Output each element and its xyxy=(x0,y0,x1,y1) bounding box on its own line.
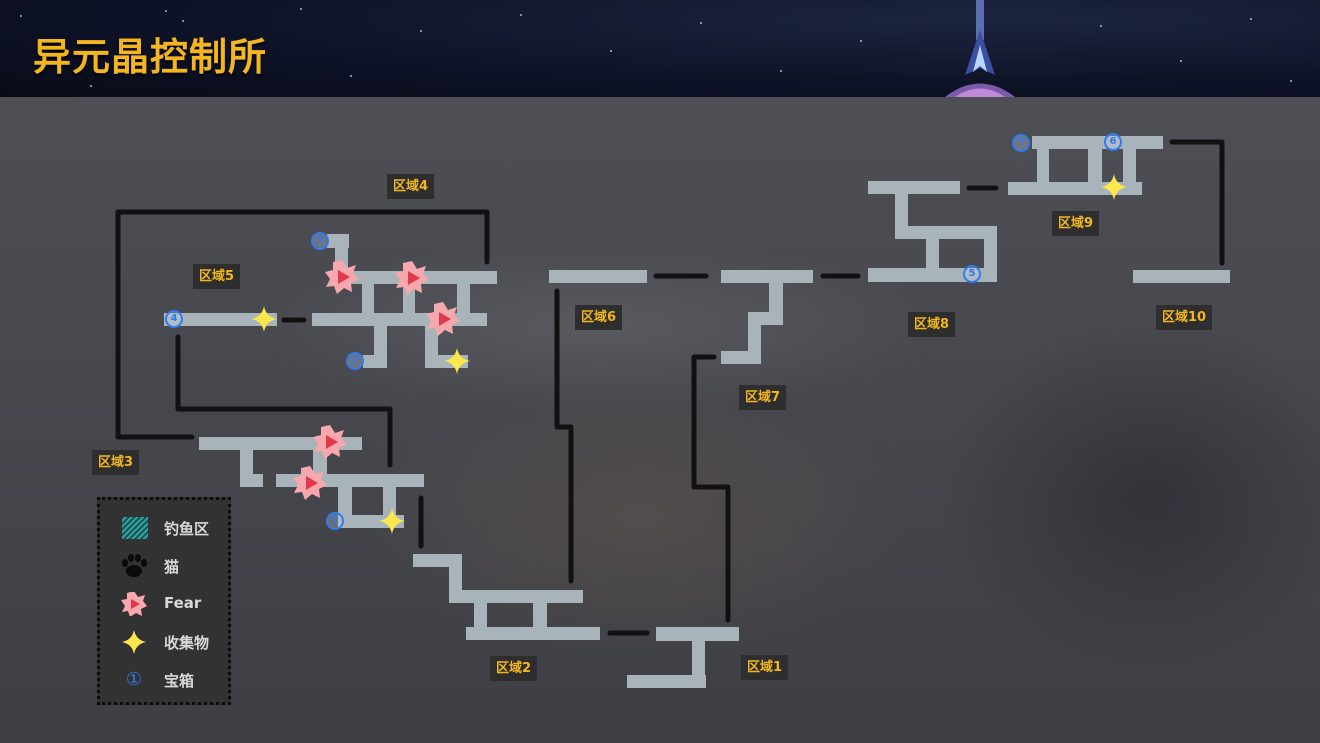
corridor xyxy=(1037,149,1049,189)
fear-enemy-icon[interactable] xyxy=(313,425,347,459)
zone-label-6: 区域6 xyxy=(575,305,623,330)
collectible-star-icon[interactable] xyxy=(379,508,405,534)
wall-path xyxy=(1169,139,1225,266)
corridor xyxy=(1088,149,1102,189)
corridor xyxy=(692,641,705,677)
collectibles xyxy=(251,174,1127,534)
wall-path xyxy=(175,334,393,468)
corridor xyxy=(164,313,277,326)
zone-label-3: 区域3 xyxy=(92,450,140,475)
fear-markers xyxy=(293,260,460,500)
corridor xyxy=(895,226,997,239)
legend-item-fear: Fear xyxy=(100,588,230,618)
map-legend: 钓鱼区 猫 Fear 收集物 ① 宝箱 xyxy=(97,497,231,705)
tower-illustration xyxy=(945,0,1015,97)
walls xyxy=(115,139,1225,636)
corridor xyxy=(1123,149,1136,189)
corridor xyxy=(868,181,960,194)
corridor xyxy=(474,603,487,628)
zone-label-4: 区域4 xyxy=(387,174,435,199)
zone-label-7: 区域7 xyxy=(739,385,787,410)
collectible-star-icon[interactable] xyxy=(444,348,470,374)
wall-path xyxy=(115,209,490,440)
corridor xyxy=(627,675,706,688)
corridor xyxy=(362,284,374,314)
legend-item-chest: ① 宝箱 xyxy=(100,664,230,694)
corridor xyxy=(240,474,263,487)
legend-label: 宝箱 xyxy=(164,672,195,690)
corridor xyxy=(313,450,327,475)
zone-label-1: 区域1 xyxy=(741,655,789,680)
zone-label-9: 区域9 xyxy=(1052,211,1100,236)
fear-enemy-icon[interactable] xyxy=(426,302,460,336)
chest-marker-6[interactable]: 6 xyxy=(1104,133,1122,151)
chest-marker-2[interactable]: 2 xyxy=(346,352,364,370)
zone-label-10: 区域10 xyxy=(1156,305,1213,330)
legend-label: Fear xyxy=(164,594,202,612)
chest-number-icon: ① xyxy=(125,669,143,690)
corridor xyxy=(457,284,470,314)
fear-enemy-icon[interactable] xyxy=(325,260,359,294)
chest-marker-1[interactable]: 1 xyxy=(326,512,344,530)
zone-label-2: 区域2 xyxy=(490,656,538,681)
corridor xyxy=(549,270,647,283)
page-title: 异元晶控制所 xyxy=(33,34,268,79)
zone-label-8: 区域8 xyxy=(908,312,956,337)
corridor xyxy=(338,487,352,522)
corridor xyxy=(466,627,600,640)
fear-enemy-icon[interactable] xyxy=(395,261,429,295)
corridor xyxy=(1032,136,1163,149)
legend-label: 猫 xyxy=(164,558,180,576)
corridor xyxy=(363,355,387,368)
fishing-zone-icon xyxy=(122,517,148,539)
legend-item-fishing: 钓鱼区 xyxy=(100,512,230,542)
legend-item-collectible: 收集物 xyxy=(100,626,230,656)
corridor xyxy=(312,313,487,326)
fear-enemy-icon xyxy=(121,592,147,616)
collectible-star-icon[interactable] xyxy=(1101,174,1127,200)
wall-path xyxy=(554,288,574,584)
cat-paw-icon xyxy=(122,554,147,577)
collectible-star-icon xyxy=(122,630,146,654)
wall-path xyxy=(691,354,731,623)
corridor xyxy=(721,351,761,364)
chest-marker-3[interactable]: 3 xyxy=(311,232,329,250)
zone-label-5: 区域5 xyxy=(193,264,241,289)
legend-label: 钓鱼区 xyxy=(164,520,210,538)
legend-item-cat: 猫 xyxy=(100,550,230,580)
corridor xyxy=(449,590,583,603)
corridor xyxy=(656,627,739,641)
collectible-star-icon[interactable] xyxy=(251,306,277,332)
fear-enemy-icon[interactable] xyxy=(293,466,327,500)
header-banner: 异元晶控制所 xyxy=(0,0,1320,97)
corridor xyxy=(721,270,813,283)
chest-marker-5[interactable]: 5 xyxy=(963,265,981,283)
corridor xyxy=(533,603,547,628)
legend-label: 收集物 xyxy=(164,634,210,652)
chest-marker-4[interactable]: 4 xyxy=(165,310,183,328)
corridor xyxy=(1133,270,1230,283)
chest-marker-7[interactable]: 7 xyxy=(1012,134,1030,152)
